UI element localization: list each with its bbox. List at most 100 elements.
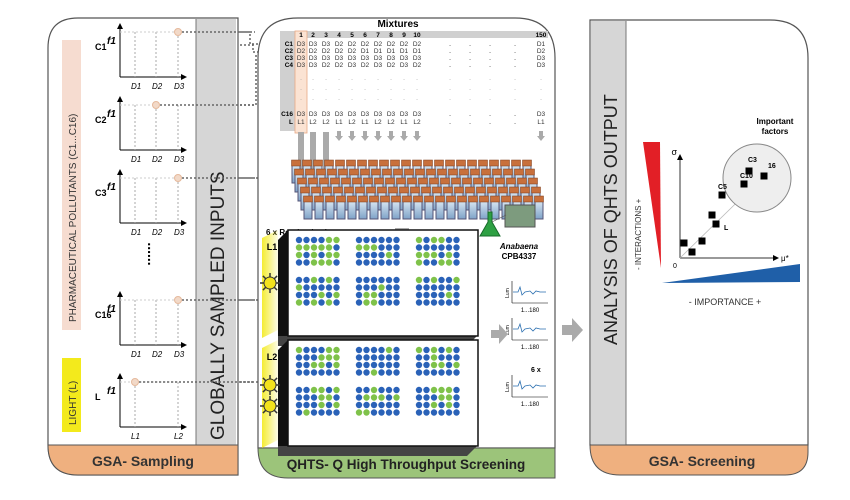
column-header: 5 bbox=[350, 32, 354, 39]
chart-tick-label: L1 bbox=[131, 432, 140, 441]
well bbox=[445, 401, 453, 409]
table-cell: D1 bbox=[374, 48, 383, 55]
organism-name: Anabaena bbox=[499, 242, 539, 251]
well bbox=[423, 361, 430, 369]
table-ellipsis: . bbox=[300, 75, 302, 82]
down-arrow bbox=[374, 131, 382, 141]
tube-cap bbox=[443, 186, 453, 194]
table-ellipsis: . bbox=[449, 85, 451, 92]
well bbox=[318, 259, 325, 266]
well bbox=[438, 284, 445, 291]
well bbox=[318, 251, 325, 259]
table-cell: D3 bbox=[413, 111, 422, 118]
table-ellipsis: . bbox=[489, 75, 491, 82]
well bbox=[445, 244, 453, 251]
tube-cap bbox=[470, 168, 480, 176]
well bbox=[295, 291, 303, 299]
factor-point bbox=[712, 220, 720, 228]
chart-factor-label: C1 bbox=[95, 42, 107, 52]
column-header: 7 bbox=[376, 32, 380, 39]
table-ellipsis: . bbox=[469, 95, 471, 102]
tube bbox=[336, 200, 346, 220]
column-header: 1 bbox=[299, 32, 303, 39]
table-ellipsis: . bbox=[312, 75, 314, 82]
well bbox=[423, 284, 430, 291]
well bbox=[453, 401, 460, 409]
column-header: 2 bbox=[311, 32, 315, 39]
well bbox=[378, 394, 385, 401]
table-ellipsis: . bbox=[403, 75, 405, 82]
well bbox=[310, 369, 318, 376]
well bbox=[423, 394, 430, 401]
row-label: C2 bbox=[285, 48, 294, 55]
table-cell: D3 bbox=[374, 62, 383, 69]
well bbox=[385, 236, 393, 244]
well bbox=[355, 401, 363, 409]
table-cell: D3 bbox=[309, 111, 318, 118]
well bbox=[378, 386, 385, 394]
tube-cap bbox=[456, 159, 466, 167]
importance-wedge bbox=[662, 264, 800, 283]
well bbox=[363, 284, 370, 291]
well bbox=[310, 361, 318, 369]
well bbox=[378, 251, 385, 259]
well bbox=[438, 401, 445, 409]
table-cell: D2 bbox=[348, 48, 357, 55]
feed-bar bbox=[310, 132, 316, 170]
well bbox=[385, 361, 393, 369]
well bbox=[385, 386, 393, 394]
table-ellipsis: . bbox=[489, 55, 491, 62]
pollutants-strip bbox=[62, 40, 81, 330]
tube bbox=[325, 200, 335, 220]
table-cell: D2 bbox=[297, 48, 306, 55]
well bbox=[453, 409, 460, 416]
table-cell: D2 bbox=[322, 48, 331, 55]
table-ellipsis: . bbox=[469, 62, 471, 69]
table-cell: D2 bbox=[335, 41, 344, 48]
table-cell: D3 bbox=[361, 111, 370, 118]
table-cell: D2 bbox=[387, 62, 396, 69]
table-ellipsis: . bbox=[416, 95, 418, 102]
tube-cap bbox=[402, 195, 412, 203]
table-ellipsis: . bbox=[338, 75, 340, 82]
tube-cap bbox=[347, 195, 357, 203]
table-ellipsis: . bbox=[514, 62, 516, 69]
well bbox=[445, 346, 453, 354]
well bbox=[295, 369, 303, 376]
table-ellipsis: . bbox=[364, 95, 366, 102]
tube-cap bbox=[294, 168, 304, 176]
well bbox=[310, 299, 318, 306]
well bbox=[415, 251, 423, 259]
table-cell: D3 bbox=[348, 62, 357, 69]
well bbox=[438, 251, 445, 259]
tube-cap bbox=[484, 177, 494, 185]
well bbox=[445, 259, 453, 266]
table-ellipsis: . bbox=[403, 85, 405, 92]
table-ellipsis: . bbox=[325, 85, 327, 92]
table-ellipsis: . bbox=[469, 119, 471, 126]
tube bbox=[303, 200, 313, 220]
row-label: C3 bbox=[285, 55, 294, 62]
table-cell: L2 bbox=[322, 119, 330, 126]
tube-cap bbox=[421, 186, 431, 194]
well bbox=[438, 394, 445, 401]
table-ellipsis: . bbox=[338, 95, 340, 102]
well bbox=[370, 354, 378, 361]
tube bbox=[435, 200, 445, 220]
to-analysis-arrow bbox=[562, 318, 583, 342]
well bbox=[333, 284, 340, 291]
well bbox=[325, 276, 333, 284]
well bbox=[393, 354, 400, 361]
well bbox=[363, 369, 370, 376]
well bbox=[370, 369, 378, 376]
tube-cap bbox=[311, 186, 321, 194]
factor-label: C10 bbox=[740, 173, 753, 180]
tube-cap bbox=[390, 159, 400, 167]
well bbox=[415, 386, 423, 394]
trace-x-label: 1...180 bbox=[521, 345, 540, 351]
plate-bottom bbox=[278, 446, 477, 456]
well bbox=[415, 409, 423, 416]
well bbox=[370, 299, 378, 306]
